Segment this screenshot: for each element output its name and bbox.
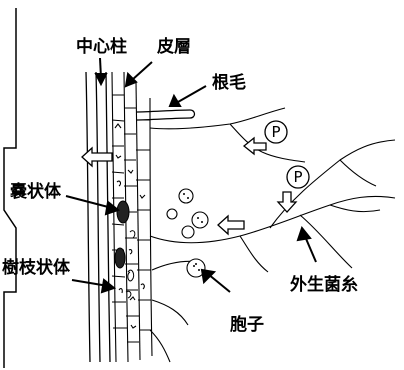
arbuscule-label: 樹枝状体 (2, 257, 71, 278)
phosphorus-markers: P P (264, 120, 310, 189)
arbuscules (125, 230, 136, 299)
hollow-arrow-left-2 (217, 214, 245, 236)
external-hyphae-label: 外生菌糸 (290, 274, 358, 295)
vesicle-label: 嚢状体 (9, 181, 62, 202)
spore-dots (183, 193, 203, 271)
central-cylinder (85, 71, 111, 363)
cortex-label: 皮層 (157, 36, 191, 57)
phosphorus-circle-2 (286, 165, 310, 189)
leader-arrows (65, 57, 317, 294)
root-hair-label: 根毛 (212, 72, 246, 93)
hollow-arrow-left-1 (81, 146, 113, 168)
central-cylinder-label: 中心柱 (76, 36, 127, 57)
hollow-arrow-down (276, 191, 298, 213)
hollow-arrow-left-3 (242, 136, 267, 156)
root-hair (135, 109, 196, 121)
spores (166, 188, 209, 278)
phosphorus-label-2: P (293, 168, 302, 186)
hyphae (149, 107, 396, 363)
nutrient-flow-arrows (81, 136, 298, 236)
vesicles (114, 200, 130, 269)
diagram-frame (3, 8, 17, 368)
phosphorus-label-1: P (271, 123, 280, 141)
spore-label: 胞子 (230, 314, 264, 335)
phosphorus-circle-1 (264, 120, 288, 144)
